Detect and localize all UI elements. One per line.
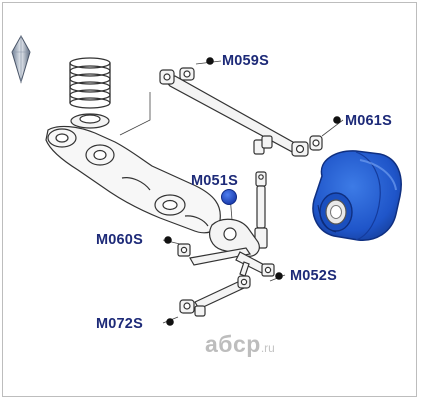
lower-trailing-link	[179, 275, 251, 317]
callout-marker-icon	[164, 57, 341, 326]
highlighted-part-dot-icon[interactable]	[221, 189, 237, 205]
diagram-frame	[2, 2, 417, 397]
watermark-tld: .ru	[260, 341, 275, 355]
upper-lateral-link	[159, 67, 323, 157]
shock-absorber	[254, 171, 268, 249]
callout-label-m061s[interactable]: M061S	[345, 113, 392, 129]
callout-label-m059s[interactable]: M059S	[222, 53, 269, 69]
coil-spring	[69, 57, 111, 109]
callout-label-m072s[interactable]: M072S	[96, 316, 143, 332]
lower-arm	[177, 218, 275, 277]
spring-seat	[70, 113, 110, 129]
watermark: aбcp.ru	[205, 331, 275, 358]
bushing-detail	[312, 150, 402, 241]
callout-label-m060s[interactable]: M060S	[96, 232, 143, 248]
callout-label-m051s[interactable]: M051S	[191, 173, 238, 189]
callout-label-m052s[interactable]: M052S	[290, 268, 337, 284]
watermark-text: aбcp	[205, 331, 261, 357]
brand-logo-icon	[11, 34, 31, 84]
